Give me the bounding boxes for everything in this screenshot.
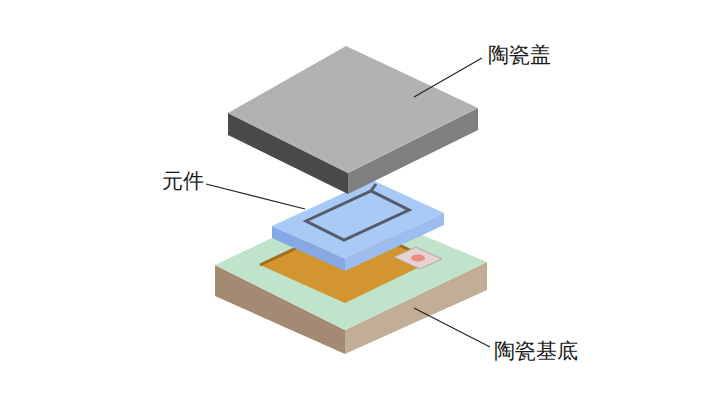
leader-line <box>206 184 305 209</box>
component-frame <box>306 191 409 240</box>
leader-line <box>414 58 482 97</box>
part-label: 陶瓷盖 <box>488 44 551 67</box>
contact-pad <box>394 247 442 269</box>
lid-top-face <box>228 46 478 173</box>
part-label: 元件 <box>162 170 204 193</box>
part-label: 陶瓷基底 <box>494 340 578 363</box>
component-lead <box>371 184 376 191</box>
pad-dot <box>411 255 425 262</box>
leader-line <box>414 308 490 347</box>
component-top-face <box>272 180 444 259</box>
